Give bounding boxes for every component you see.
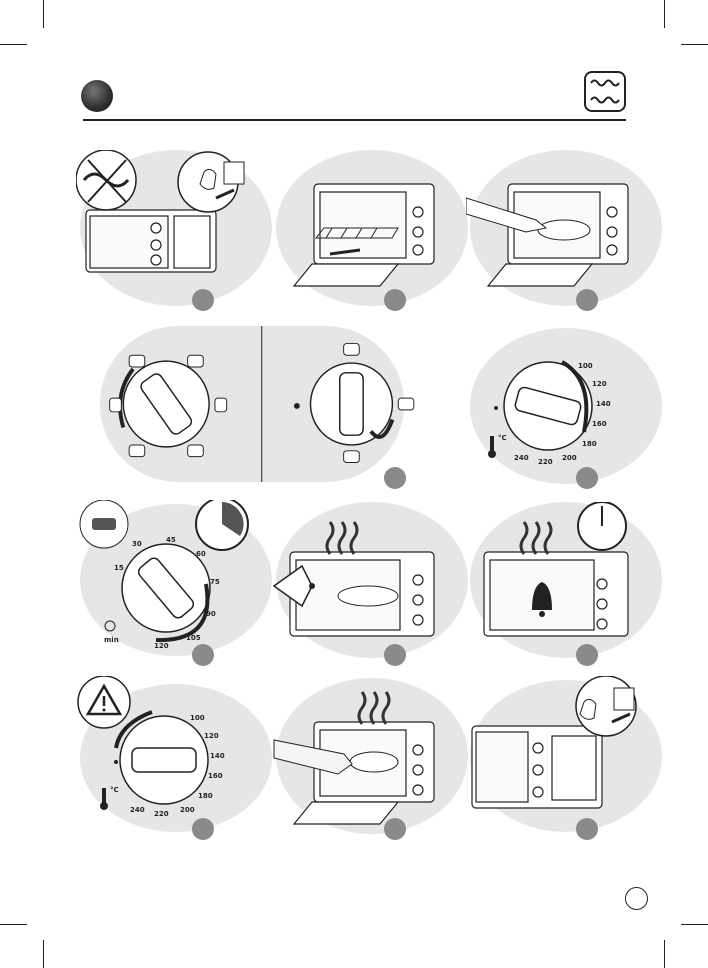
timer-tick: 60 bbox=[196, 550, 206, 558]
step-9-dot bbox=[192, 818, 214, 840]
temp-unit: °C bbox=[498, 434, 507, 442]
timer-tick: 45 bbox=[166, 536, 176, 544]
temp-tick: 160 bbox=[592, 420, 607, 428]
step-10-dot bbox=[384, 818, 406, 840]
timer-knob-icon bbox=[121, 543, 211, 633]
step-1-panel bbox=[76, 150, 276, 306]
oven-glove-icon bbox=[273, 739, 353, 775]
crop-mark bbox=[664, 940, 665, 968]
rotate-arrow-icon bbox=[118, 367, 135, 428]
timer-unit: min bbox=[104, 636, 119, 644]
timer-tick: 75 bbox=[210, 578, 220, 586]
steam-icon bbox=[519, 521, 553, 555]
step-7-dot bbox=[384, 644, 406, 666]
crop-mark bbox=[681, 924, 708, 925]
section-bullet-icon bbox=[81, 80, 113, 112]
step-7-panel bbox=[272, 502, 472, 658]
rotate-arrow-icon bbox=[560, 360, 589, 433]
food-tray-icon bbox=[537, 219, 591, 241]
temp-tick: 240 bbox=[130, 806, 145, 814]
stopwatch-icon bbox=[104, 620, 116, 632]
temp-tick: 200 bbox=[562, 454, 577, 462]
crop-mark bbox=[0, 924, 27, 925]
step-1-dot bbox=[192, 289, 214, 311]
temp-tick: 220 bbox=[154, 810, 169, 818]
step-3-panel bbox=[466, 150, 666, 306]
warning-icon bbox=[77, 676, 131, 729]
temp-tick: 120 bbox=[592, 380, 607, 388]
clock-icon bbox=[195, 500, 249, 551]
wave-heating-symbol-icon bbox=[584, 71, 626, 112]
rotate-arrow-icon bbox=[114, 710, 153, 749]
crop-mark bbox=[664, 0, 665, 28]
crop-mark bbox=[681, 44, 708, 45]
temp-tick: 160 bbox=[208, 772, 223, 780]
steam-icon bbox=[325, 521, 359, 555]
steam-icon bbox=[357, 691, 391, 725]
timer-tick: 15 bbox=[114, 564, 124, 572]
step-8-dot bbox=[576, 644, 598, 666]
hand-icon bbox=[466, 197, 548, 233]
crop-mark bbox=[0, 44, 27, 45]
timer-tick: 120 bbox=[154, 642, 169, 650]
temp-tick: 240 bbox=[514, 454, 529, 462]
oven-icon bbox=[483, 551, 629, 637]
step-11-dot bbox=[576, 818, 598, 840]
step-5-dot bbox=[576, 467, 598, 489]
temp-unit: °C bbox=[110, 786, 119, 794]
step-11-panel bbox=[466, 676, 666, 832]
step-4-dot bbox=[384, 467, 406, 489]
timer-tick: 30 bbox=[132, 540, 142, 548]
timer-tick: 105 bbox=[186, 634, 201, 642]
timer-tick: 90 bbox=[206, 610, 216, 618]
temp-tick: 180 bbox=[198, 792, 213, 800]
step-6-panel: 15 30 45 60 75 90 105 120 min bbox=[76, 500, 276, 656]
heating-lamp-icon bbox=[79, 500, 129, 549]
step-3-dot bbox=[576, 289, 598, 311]
wire-rack-icon bbox=[314, 227, 399, 239]
thermostat-knob-icon bbox=[119, 715, 209, 805]
temp-tick: 100 bbox=[190, 714, 205, 722]
oven-icon bbox=[85, 209, 217, 273]
temp-tick: 180 bbox=[582, 440, 597, 448]
oven-icon bbox=[292, 183, 435, 287]
temp-tick: 220 bbox=[538, 458, 553, 466]
temp-tick: 200 bbox=[180, 806, 195, 814]
page-number-circle bbox=[625, 887, 648, 910]
header-rule bbox=[83, 119, 626, 121]
function-selector-knob-icon bbox=[122, 360, 210, 448]
step-2-panel bbox=[272, 150, 472, 306]
unplug-socket-icon bbox=[575, 676, 637, 737]
step-6-dot bbox=[192, 644, 214, 666]
step-4-panel bbox=[76, 326, 428, 482]
temp-tick: 140 bbox=[596, 400, 611, 408]
step-2-dot bbox=[384, 289, 406, 311]
step-8-panel bbox=[466, 502, 666, 658]
clock-icon bbox=[577, 502, 627, 551]
step-9-panel: 100 120 140 160 180 200 220 240 °C bbox=[76, 676, 276, 832]
arrow-icon bbox=[329, 248, 361, 256]
temp-tick: 120 bbox=[204, 732, 219, 740]
temp-tick: 140 bbox=[210, 752, 225, 760]
thermometer-icon bbox=[490, 436, 494, 452]
bell-icon bbox=[532, 582, 552, 617]
thermometer-icon bbox=[102, 788, 106, 804]
step-10-panel bbox=[272, 678, 472, 834]
oven-icon bbox=[471, 725, 603, 809]
eye-icon bbox=[272, 564, 315, 608]
temp-tick: 100 bbox=[578, 362, 593, 370]
thermostat-knob-icon bbox=[503, 361, 593, 451]
step-5-panel: 100 120 140 160 180 200 220 240 °C bbox=[466, 328, 666, 484]
crop-mark bbox=[43, 940, 44, 968]
crop-mark bbox=[43, 0, 44, 28]
